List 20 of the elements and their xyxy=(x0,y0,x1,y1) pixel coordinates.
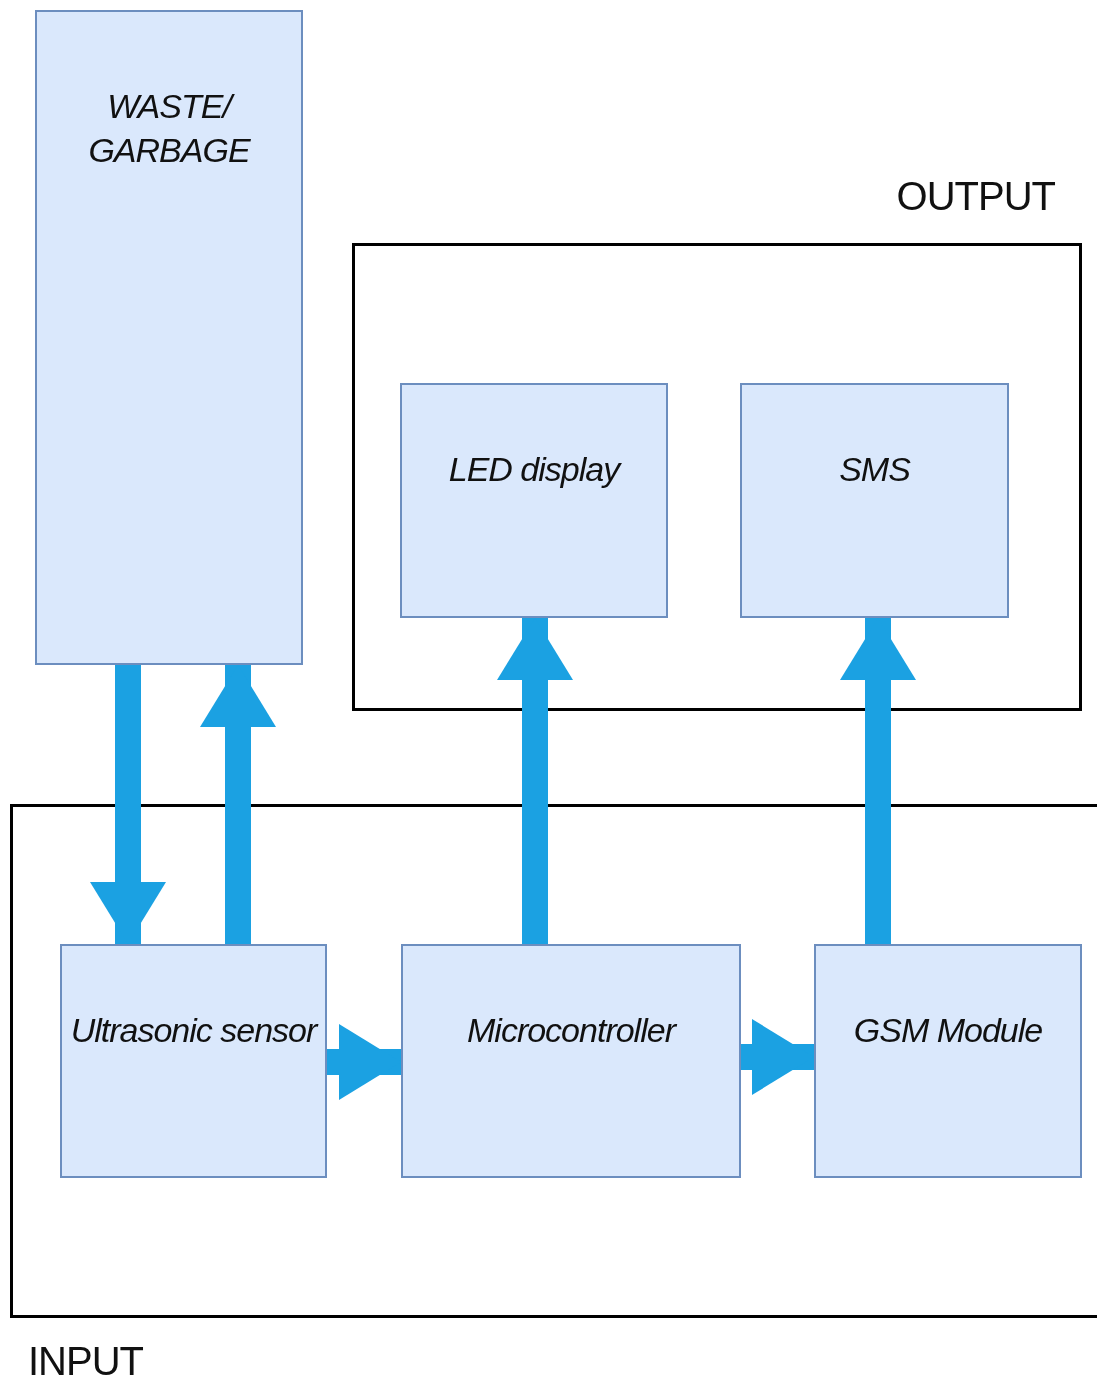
block-label: WASTE/ GARBAGE xyxy=(87,86,252,172)
block-box xyxy=(814,944,1082,1178)
block-box xyxy=(401,944,741,1178)
block-label: GSM Module xyxy=(852,1010,1044,1051)
arrow xyxy=(200,665,276,944)
group-label: OUTPUT xyxy=(896,174,1055,219)
block-box xyxy=(60,944,327,1178)
arrow xyxy=(90,665,166,944)
arrow xyxy=(741,1019,814,1095)
block-label: Ultrasonic sensor xyxy=(69,1010,320,1051)
block-box xyxy=(740,383,1009,618)
arrow xyxy=(840,618,916,944)
arrow xyxy=(327,1024,401,1100)
group-label: INPUT xyxy=(28,1339,143,1384)
block-label: LED display xyxy=(447,449,623,490)
block-label: Microcontroller xyxy=(466,1010,678,1051)
arrow xyxy=(497,618,573,944)
block-box xyxy=(35,10,303,665)
block-label: SMS xyxy=(838,449,912,490)
block-box xyxy=(400,383,668,618)
